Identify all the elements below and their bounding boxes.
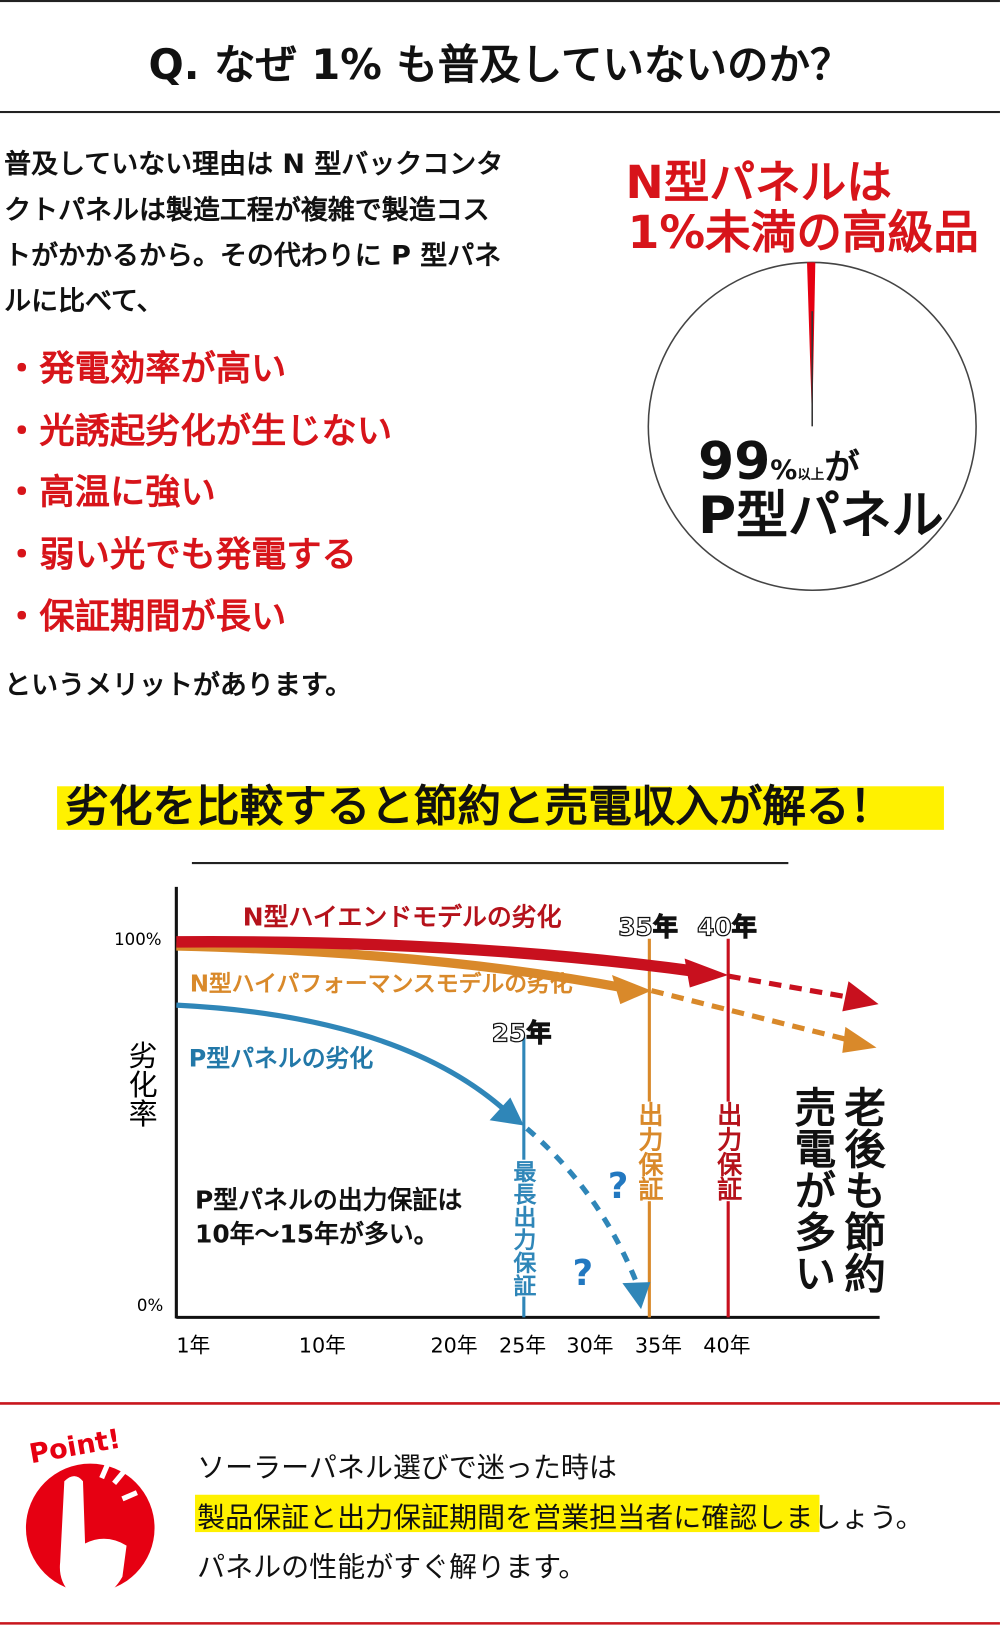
- point-line2-rest: しましょう。: [757, 1502, 924, 1535]
- warranty-year-35: 35年: [618, 912, 679, 942]
- intro-line: ルに比べて、: [4, 286, 164, 318]
- chart-note-line2: 10年〜15年が多い。: [195, 1219, 439, 1249]
- intro-line: 普及していない理由は N 型バックコンタ: [4, 149, 504, 181]
- y-tick-0: 0%: [136, 1295, 164, 1316]
- x-tick: 30年: [566, 1332, 614, 1358]
- arrowhead-p: [489, 1097, 524, 1126]
- x-tick: 25年: [498, 1332, 547, 1358]
- merit-item: ・保証期間が長い: [4, 596, 287, 638]
- x-tick: 35年: [634, 1332, 682, 1358]
- warranty-text-p: 最長出力保証: [509, 1159, 536, 1297]
- series-label-n-highend: N型ハイエンドモデルの劣化: [242, 902, 562, 932]
- pie-slice-n-type: [807, 262, 816, 427]
- pie-label-line2: P型パネル: [698, 485, 944, 546]
- pie-label-ga: が: [824, 447, 860, 489]
- arrowhead-n-highend: [684, 958, 729, 988]
- arrowhead-n-highend-projection: [842, 981, 879, 1012]
- y-axis-label: 劣化率: [124, 1040, 159, 1128]
- arrowhead-n-performance-projection: [842, 1026, 877, 1053]
- benefit-text-sales: 売電が多い: [787, 1086, 836, 1294]
- series-projection-n-performance: [650, 988, 852, 1043]
- top-border: [0, 0, 1000, 3]
- pie-label-line1: 99%以上が: [698, 436, 859, 488]
- series-projection-p: [525, 1126, 641, 1288]
- title-divider: [0, 110, 1000, 114]
- point-line3: パネルの性能がすぐ解ります。: [197, 1551, 587, 1584]
- series-line-n-performance: [176, 941, 629, 994]
- merit-label: 保証期間が長い: [39, 596, 287, 638]
- heading-highlight: [57, 786, 944, 830]
- page-title: Q. なぜ 1% も普及していないのか？: [148, 41, 852, 90]
- warranty-text-n-performance: 出力保証: [633, 1101, 663, 1202]
- question-mark: ?: [572, 1253, 594, 1295]
- warranty-year-25: 25年: [491, 1018, 552, 1048]
- merit-item: ・高温に強い: [4, 471, 216, 514]
- chart-note-line1: P型パネルの出力保証は: [195, 1185, 463, 1215]
- x-tick: 1年: [176, 1332, 211, 1358]
- x-tick: 10年: [298, 1332, 346, 1358]
- merit-label: 発電効率が高い: [39, 348, 287, 391]
- question-mark: ?: [607, 1165, 629, 1208]
- warranty-year-40: 40年: [696, 912, 757, 942]
- intro-line: トがかかるから。その代わりに P 型パネ: [4, 240, 502, 272]
- x-tick: 40年: [703, 1332, 751, 1358]
- series-label-p: P型パネルの劣化: [188, 1045, 374, 1073]
- series-label-n-performance: N型ハイパフォーマンスモデルの劣化: [189, 971, 573, 998]
- point-line1: ソーラーパネル選びで迷った時は: [197, 1452, 617, 1485]
- pie-title-line2: 1%未満の高級品: [627, 206, 979, 260]
- point-line2: 製品保証と出力保証期間を営業担当者に確認しましょう。: [197, 1495, 924, 1535]
- benefit-text-savings: 老後も節約: [837, 1086, 885, 1294]
- intro-closing: というメリットがあります。: [4, 670, 353, 702]
- series-projection-n-highend: [727, 973, 854, 1001]
- intro-line: クトパネルは製造工程が複雑で製造コス: [4, 195, 490, 227]
- arrowhead-n-performance: [612, 975, 652, 1005]
- warranty-text-n-highend: 出力保証: [712, 1101, 742, 1202]
- point-highlight-text: 製品保証と出力保証期間を営業担当者に確認: [197, 1502, 758, 1535]
- pie-percent-value: 99: [698, 431, 771, 492]
- x-tick: 20年: [430, 1332, 478, 1358]
- y-tick-100: 100%: [114, 929, 162, 950]
- merit-label: 高温に強い: [39, 471, 216, 514]
- pie-label-ijou: 以上: [797, 467, 825, 484]
- merit-item: ・弱い光でも発電する: [4, 534, 357, 576]
- merit-item: ・発電効率が高い: [4, 348, 287, 391]
- section-heading: 劣化を比較すると節約と売電収入が解る！: [65, 781, 894, 832]
- point-highlight: [195, 1494, 820, 1533]
- merit-item: ・光誘起劣化が生じない: [4, 410, 393, 453]
- merit-label: 光誘起劣化が生じない: [39, 410, 393, 453]
- pointing-hand-icon: [25, 1462, 155, 1608]
- pie-title-line1: N型パネルは: [625, 156, 892, 210]
- merit-label: 弱い光でも発電する: [39, 534, 357, 576]
- series-line-p: [176, 1002, 513, 1117]
- pie-percent-sign: %: [770, 455, 798, 487]
- arrowhead-p-projection: [622, 1282, 651, 1310]
- series-line-n-highend: [176, 936, 701, 978]
